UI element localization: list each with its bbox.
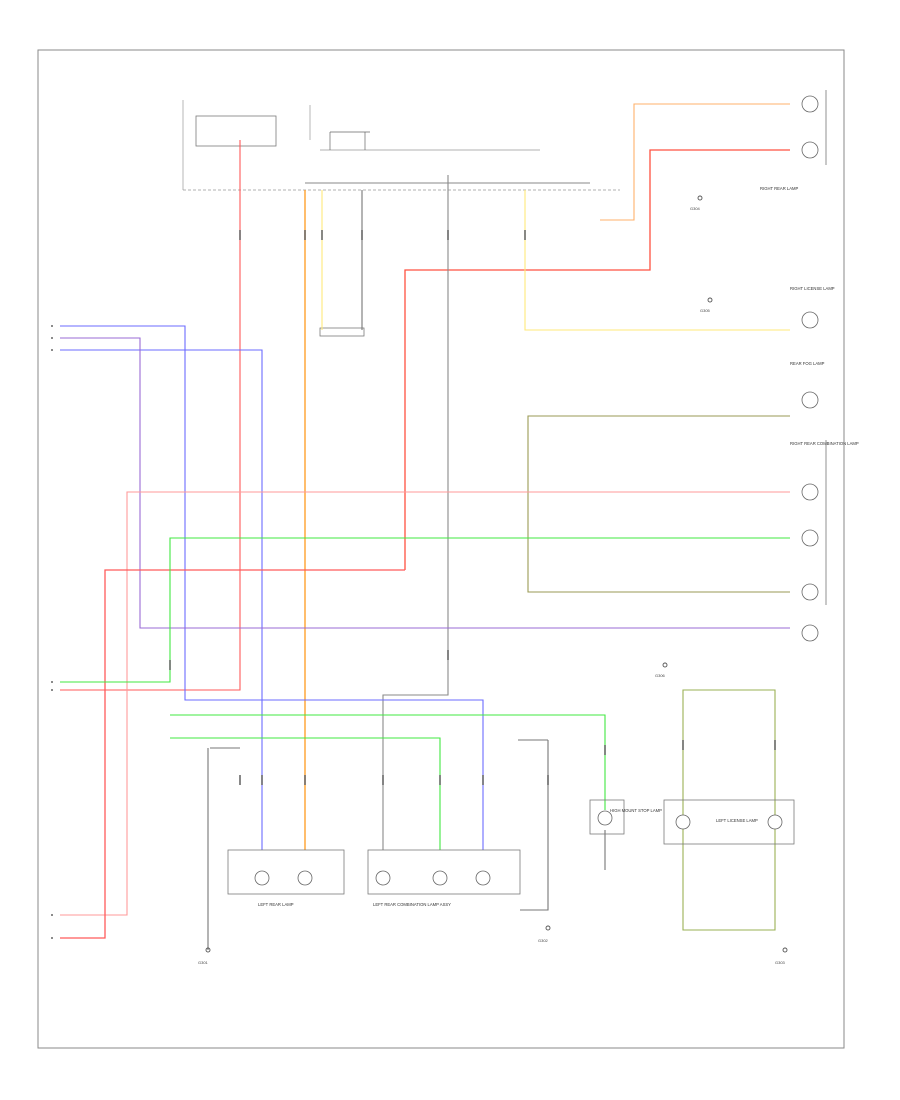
top-junction-area [182, 100, 620, 337]
wire-green-1 [60, 537, 790, 683]
lamp-right-combo-2 [801, 529, 819, 547]
label-right-combo: RIGHT REAR COMBINATION LAMP [790, 441, 859, 446]
svg-text:G301: G301 [198, 960, 209, 965]
license-lamp-assy: LEFT LICENSE LAMP [663, 799, 795, 845]
wire-orange-top [600, 103, 790, 221]
right-side-lamps: RIGHT REAR LAMP RIGHT REAR COMBINATION L… [760, 90, 859, 642]
left-rear-lamp-box [227, 849, 345, 895]
lamp-right-license [801, 311, 819, 329]
ground-icon: G302 [538, 925, 551, 943]
label-left-rear-lamp: LEFT REAR LAMP [258, 902, 294, 907]
label-right-rear-lamp: RIGHT REAR LAMP [760, 186, 799, 191]
wire-green-2 [170, 714, 606, 810]
lamp-high-mount [597, 810, 613, 826]
wire-green-3 [170, 737, 441, 850]
wire-gray-ground-2 [520, 740, 549, 911]
wire-salmon [60, 569, 405, 939]
diagram-frame [37, 49, 845, 1049]
svg-text:G303: G303 [775, 960, 786, 965]
license-box [663, 799, 795, 845]
high-mount-assy: HIGH MOUNT STOP LAMP [589, 799, 662, 835]
lamp-right-combo-1 [801, 483, 819, 501]
lamp-left-rear-1 [254, 870, 270, 886]
left-terminals [51, 325, 53, 939]
svg-text:G302: G302 [538, 938, 549, 943]
wire-blue-1 [60, 325, 484, 850]
label-left-license: LEFT LICENSE LAMP [716, 818, 758, 823]
left-rear-lamp-assy: LEFT REAR LAMP [227, 849, 345, 907]
svg-text:G306: G306 [655, 673, 666, 678]
lamp-left-combo-2 [432, 870, 448, 886]
wire-gray-center [382, 175, 449, 850]
lamp-right-rear-top [801, 95, 819, 113]
ground-icon: G305 [700, 297, 713, 313]
ground-symbols: G301 G302 G303 G304 G305 G306 [198, 195, 788, 965]
lamp-right-fog [801, 391, 819, 409]
fuse-box [195, 115, 277, 147]
wire-olive [527, 415, 790, 593]
ground-icon: G301 [198, 947, 211, 965]
lamp-left-combo-3 [475, 870, 491, 886]
lamp-left-rear-2 [297, 870, 313, 886]
high-mount-box [589, 799, 625, 835]
splice-connector [319, 327, 365, 337]
lamp-right-license-b [767, 814, 783, 830]
lamp-right-combo-3 [801, 583, 819, 601]
wire-gray-bus [210, 739, 548, 749]
ground-icon: G303 [775, 947, 788, 965]
lamp-right-turn [801, 624, 819, 642]
lamp-left-combo-1 [375, 870, 391, 886]
wire-red-top [404, 149, 790, 570]
svg-text:G304: G304 [690, 206, 701, 211]
lamp-right-rear-2 [801, 141, 819, 159]
ground-icon: G306 [655, 662, 668, 678]
wire-box-right [682, 689, 776, 931]
label-right-license: RIGHT LICENSE LAMP [790, 286, 835, 291]
left-rear-combo-assy: LEFT REAR COMBINATION LAMP ASSY [367, 849, 521, 907]
lamp-left-license [675, 814, 691, 830]
wire-pink [60, 491, 790, 916]
ground-icon: G304 [690, 195, 703, 211]
connector-marks [169, 230, 776, 785]
label-rear-fog: REAR FOG LAMP [790, 361, 825, 366]
label-left-rear-combo: LEFT REAR COMBINATION LAMP ASSY [373, 902, 451, 907]
svg-text:G305: G305 [700, 308, 711, 313]
wire-yellow-2 [524, 190, 790, 331]
wire-red-1 [60, 140, 241, 691]
wire-purple [60, 337, 790, 629]
left-rear-combo-box [367, 849, 521, 895]
wire-blue-2 [60, 349, 263, 850]
label-high-mount: HIGH MOUNT STOP LAMP [610, 808, 662, 813]
